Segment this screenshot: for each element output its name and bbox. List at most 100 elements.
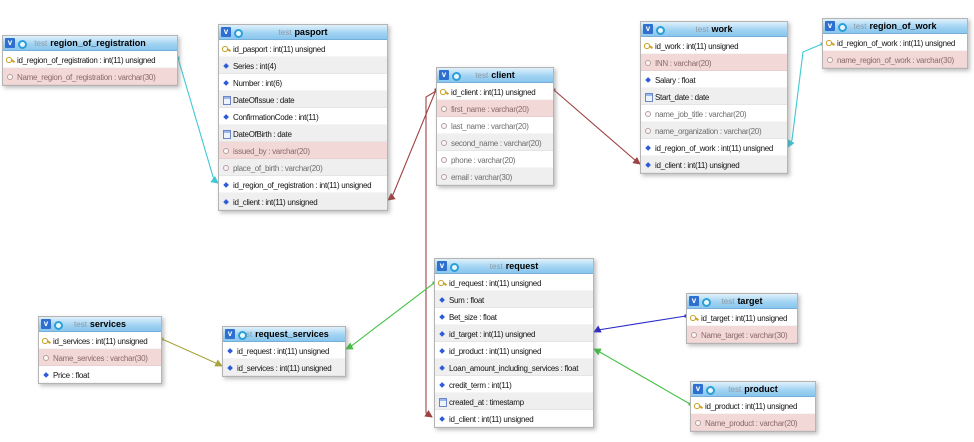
column-Name_region_of_registration: Name_region_of_registration : varchar(30… <box>3 68 177 85</box>
column-definition: name_job_title : varchar(20) <box>655 110 747 119</box>
column-definition: DateOfIssue : date <box>233 96 295 105</box>
collapse-toggle-icon[interactable]: v <box>689 296 699 306</box>
relationship-endpoint <box>552 88 556 92</box>
diamond-icon <box>644 160 652 169</box>
key-icon <box>222 44 230 53</box>
relationship-region_of_work-work <box>787 43 823 148</box>
collapse-toggle-icon[interactable]: v <box>693 384 703 394</box>
collapse-toggle-icon[interactable]: v <box>225 329 235 339</box>
column-created_at: created_at : timestamp <box>435 393 593 410</box>
column-Name_product: Name_product : varchar(20) <box>691 414 815 431</box>
diamond-icon <box>222 180 230 189</box>
column-credit_term: credit_term : int(11) <box>435 376 593 393</box>
table-name: work <box>711 24 733 34</box>
table-name: services <box>89 319 126 329</box>
collapse-toggle-icon[interactable]: v <box>221 27 231 37</box>
circle-icon <box>644 109 652 118</box>
relationship-client-request <box>424 90 437 418</box>
circle-icon <box>440 121 448 130</box>
column-id_region_of_work: id_region_of_work : int(11) unsigned <box>823 34 967 51</box>
collapse-toggle-icon[interactable]: v <box>825 21 835 31</box>
collapse-toggle-icon[interactable]: v <box>5 38 15 48</box>
column-phone: phone : varchar(20) <box>437 151 553 168</box>
circle-icon <box>440 104 448 113</box>
diamond-icon <box>42 370 50 379</box>
relationship-client-pasport <box>387 89 437 201</box>
column-last_name: last_name : varchar(20) <box>437 117 553 134</box>
column-DateOfIssue: DateOfIssue : date <box>219 91 387 108</box>
key-icon <box>440 87 448 96</box>
table-name: product <box>744 384 778 394</box>
circle-icon <box>42 353 50 362</box>
table-name: region_of_work <box>869 21 937 31</box>
diamond-icon <box>644 75 652 84</box>
column-id_region_of_work: id_region_of_work : int(11) unsigned <box>641 139 787 156</box>
relationship-target-request <box>593 315 687 333</box>
collapse-toggle-icon[interactable]: v <box>439 70 449 80</box>
column-Name_services: Name_services : varchar(30) <box>39 349 161 366</box>
date-icon <box>438 397 447 407</box>
relationship-services-request_services <box>161 338 223 367</box>
column-definition: Sum : float <box>449 296 484 305</box>
diamond-icon <box>438 380 446 389</box>
column-Number: Number : int(6) <box>219 74 387 91</box>
diamond-icon <box>438 414 446 423</box>
column-definition: id_client : int(11) unsigned <box>451 88 536 97</box>
column-definition: id_client : int(11) unsigned <box>233 198 318 207</box>
column-definition: place_of_birth : varchar(20) <box>233 164 323 173</box>
column-id_services: id_services : int(11) unsigned <box>223 359 345 376</box>
collapse-toggle-icon[interactable]: v <box>437 261 447 271</box>
table-icon <box>838 22 847 32</box>
column-definition: id_services : int(11) unsigned <box>53 337 148 346</box>
column-definition: DateOfBirth : date <box>233 130 292 139</box>
column-definition: Number : int(6) <box>233 79 282 88</box>
column-definition: created_at : timestamp <box>449 398 524 407</box>
collapse-toggle-icon[interactable]: v <box>41 319 51 329</box>
diamond-icon <box>222 78 230 87</box>
column-definition: id_client : int(11) unsigned <box>655 161 740 170</box>
collapse-toggle-icon[interactable]: v <box>643 24 653 34</box>
diamond-icon <box>438 329 446 338</box>
key-icon <box>6 55 14 64</box>
column-definition: Loan_amount_including_services : float <box>449 364 579 373</box>
column-definition: Bet_size : float <box>449 313 497 322</box>
column-second_name: second_name : varchar(20) <box>437 134 553 151</box>
diamond-icon <box>222 61 230 70</box>
column-issued_by: issued_by : varchar(20) <box>219 142 387 159</box>
schema-label: test <box>721 296 735 306</box>
column-Price: Price : float <box>39 366 161 383</box>
column-id_request: id_request : int(11) unsigned <box>435 274 593 291</box>
diamond-icon <box>438 295 446 304</box>
circle-icon <box>222 146 230 155</box>
schema-label: test <box>489 261 503 271</box>
table-icon <box>702 297 711 307</box>
diamond-icon <box>222 197 230 206</box>
column-definition: second_name : varchar(20) <box>451 139 542 148</box>
table-name: client <box>491 70 515 80</box>
column-definition: Price : float <box>53 371 90 380</box>
column-DateOfBirth: DateOfBirth : date <box>219 125 387 142</box>
key-icon <box>42 336 50 345</box>
column-definition: id_work : int(11) unsigned <box>655 42 739 51</box>
